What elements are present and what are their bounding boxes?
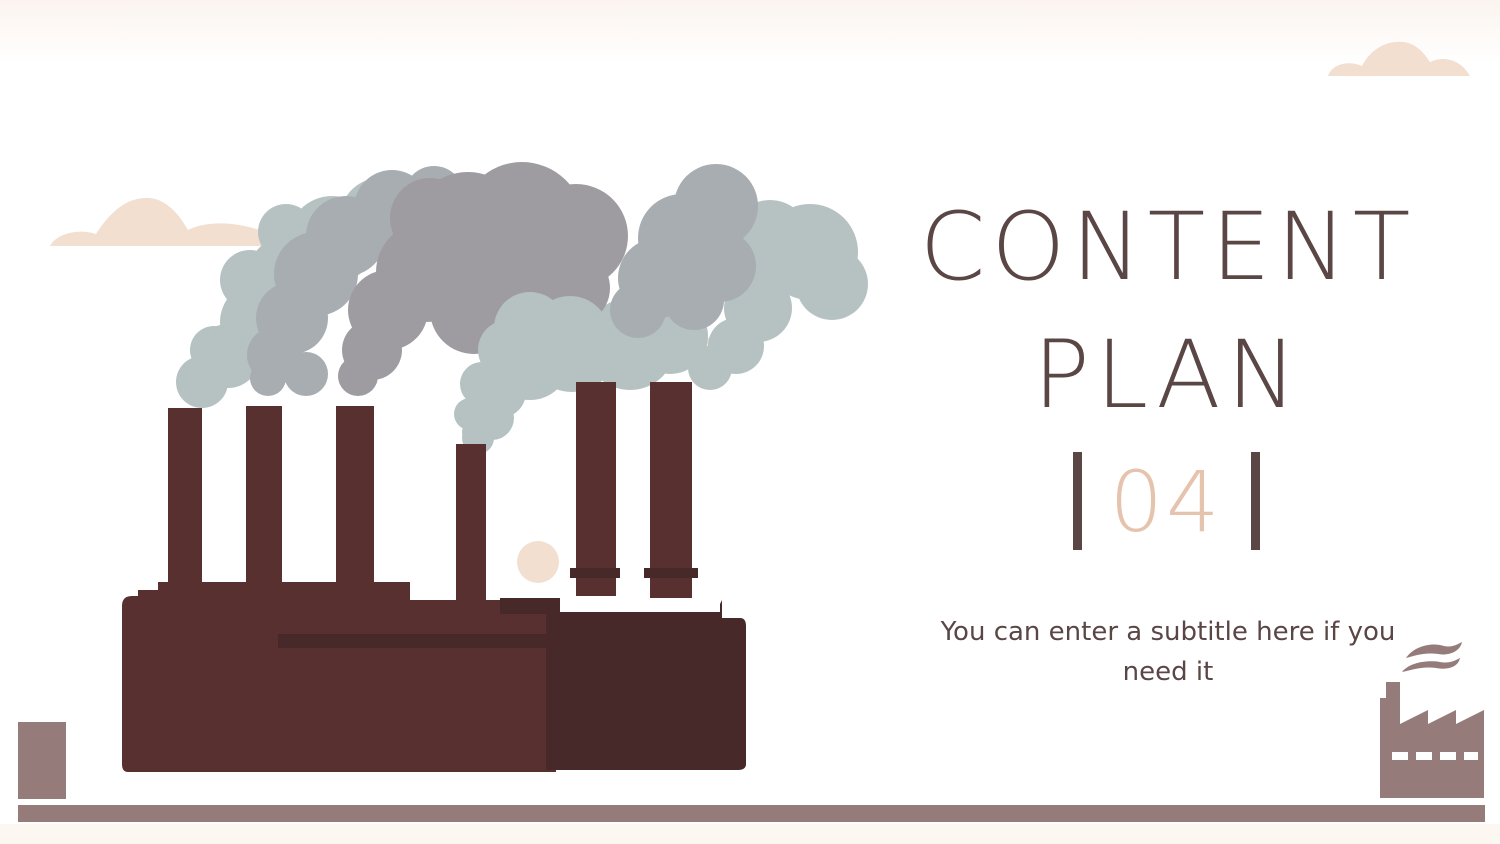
small-factory-icon [1380,642,1484,798]
cloud-icon [50,197,284,246]
bottom-band [0,824,1500,844]
section-number-group: 04 [1066,452,1266,551]
title-line: CONTENT [919,193,1417,302]
top-gradient-band [0,0,1500,64]
sun-icon [517,541,559,583]
factory-smoke-illustration [122,162,868,772]
ground-line [18,805,1485,822]
title-line: PLAN [1033,321,1303,430]
cloud-icon [1328,41,1470,76]
section-number: 04 [1109,453,1223,551]
ground-post [18,722,66,799]
slide-subtitle: You can enter a subtitle here if you nee… [940,617,1396,687]
divider-bar [1251,452,1260,550]
slide-title: CONTENT PLAN [918,184,1418,440]
divider-bar [1073,452,1082,550]
